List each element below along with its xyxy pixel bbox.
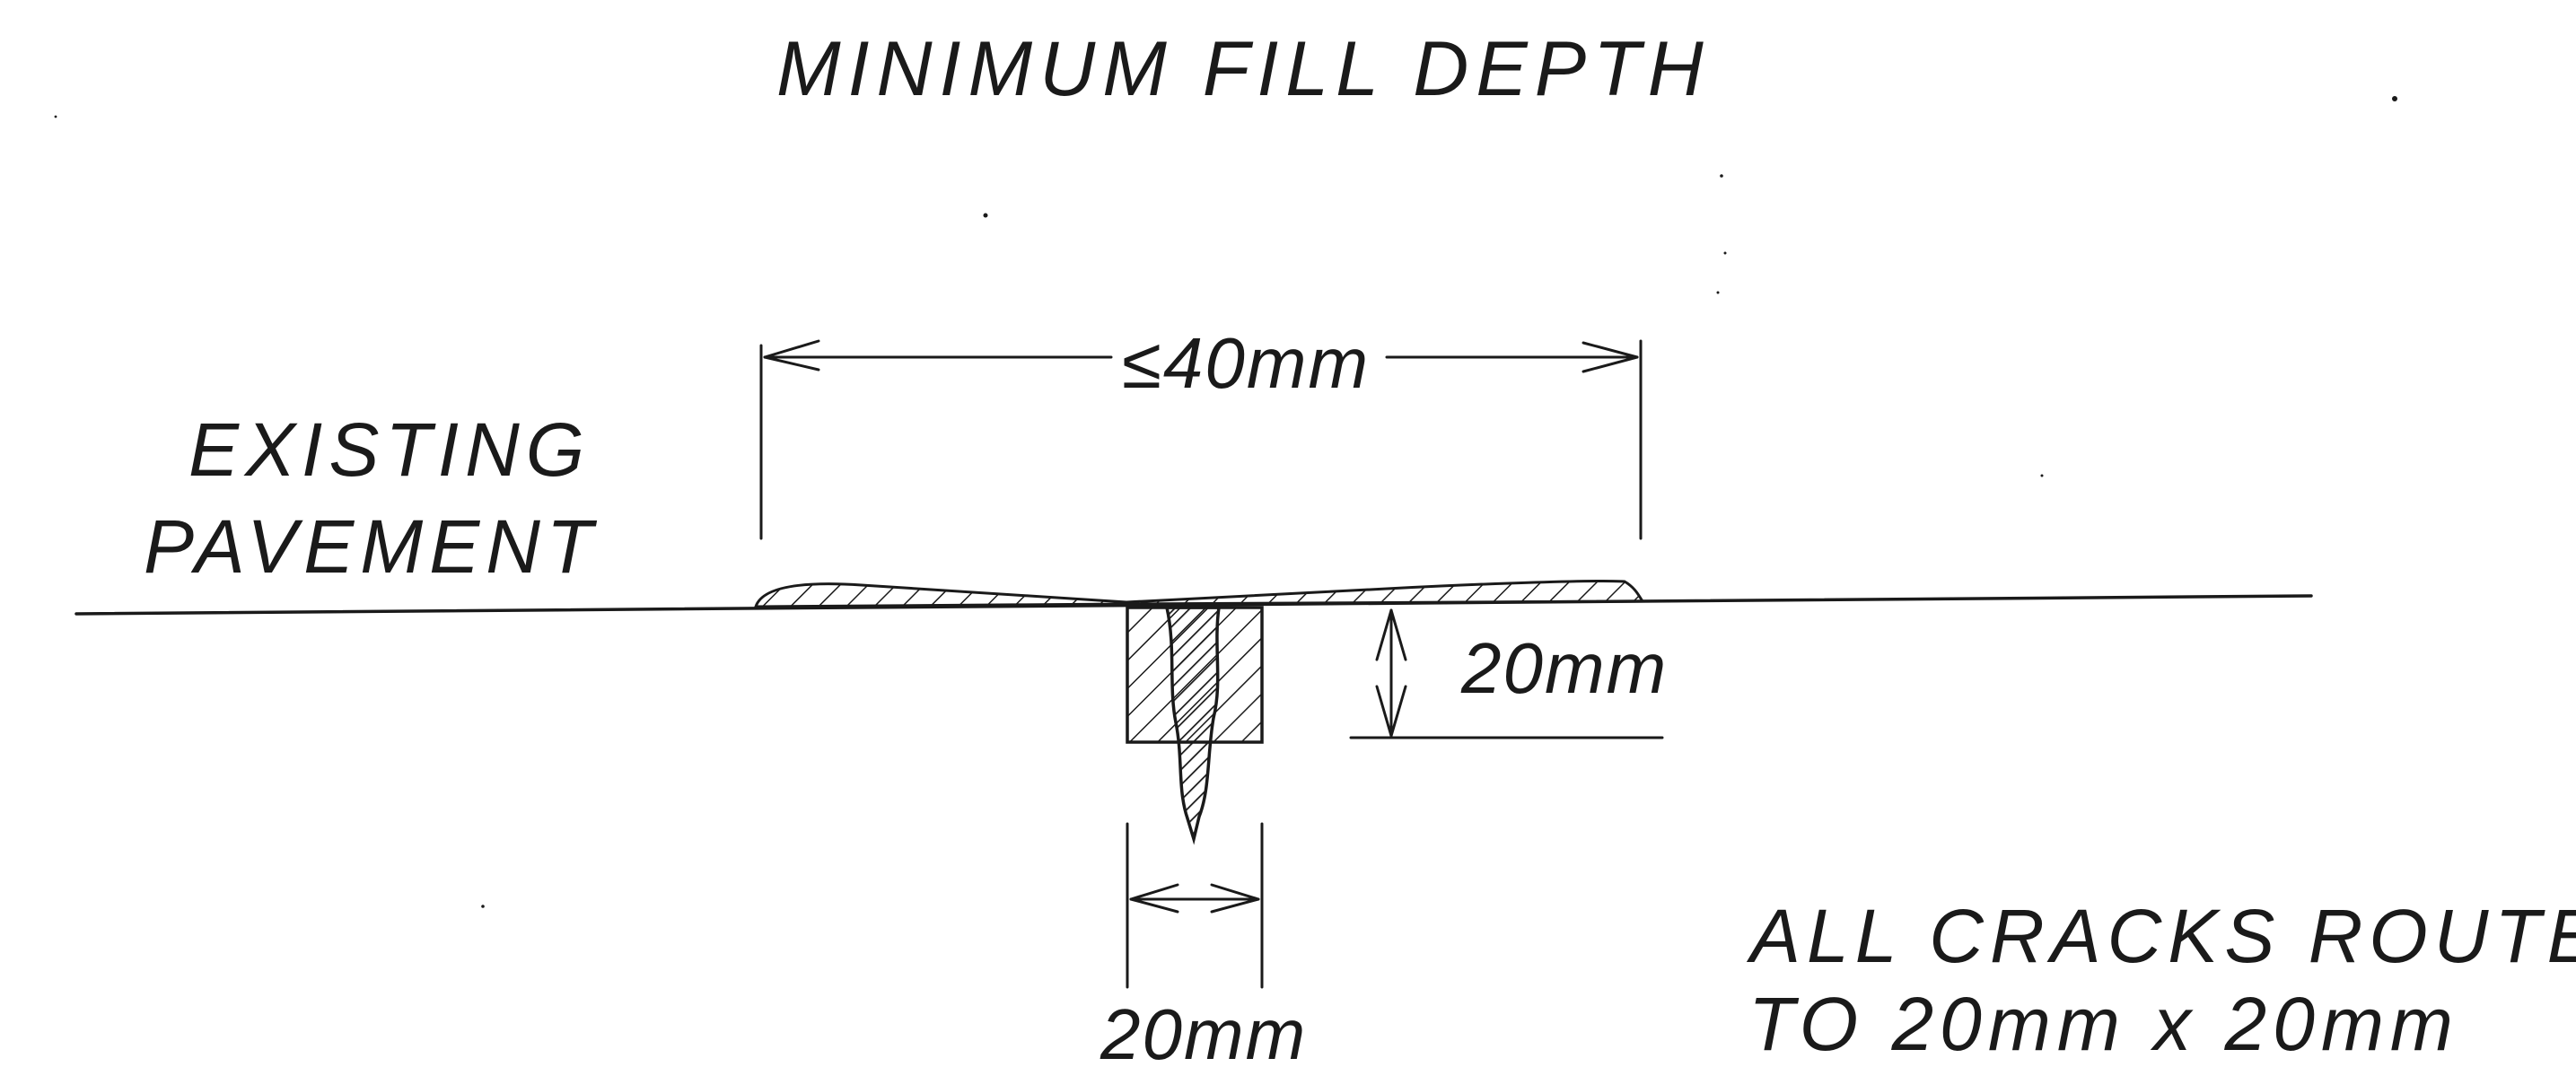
depth-arrow-bottom: [1375, 685, 1407, 738]
existing-label: EXISTING: [188, 407, 591, 492]
overband-width-dimension: ≤40mm: [759, 323, 1643, 540]
rout-depth-dimension: 20mm: [1349, 608, 1668, 739]
rout-width-arrow-left: [1129, 883, 1179, 914]
scan-specks: [54, 96, 2397, 908]
rout-width-label: 20mm: [1100, 994, 1307, 1067]
crack-sealant-taper: [1164, 606, 1222, 845]
pavement-label: PAVEMENT: [144, 504, 599, 589]
note-line-1: ALL CRACKS ROUTED: [1746, 894, 2576, 978]
overband-sealant: [753, 579, 1645, 608]
overband-width-label: ≤40mm: [1122, 323, 1370, 403]
rout-width-dimension: 20mm: [1100, 822, 1307, 1067]
rout-depth-label: 20mm: [1460, 628, 1668, 708]
width-arrow-right: [1582, 341, 1639, 373]
rout-width-arrow-right: [1210, 883, 1260, 914]
note-line-2: TO 20mm x 20mm: [1748, 982, 2459, 1066]
width-arrow-left: [763, 339, 820, 372]
depth-arrow-top: [1375, 608, 1407, 661]
drawing-title: MINIMUM FILL DEPTH: [776, 26, 1711, 112]
